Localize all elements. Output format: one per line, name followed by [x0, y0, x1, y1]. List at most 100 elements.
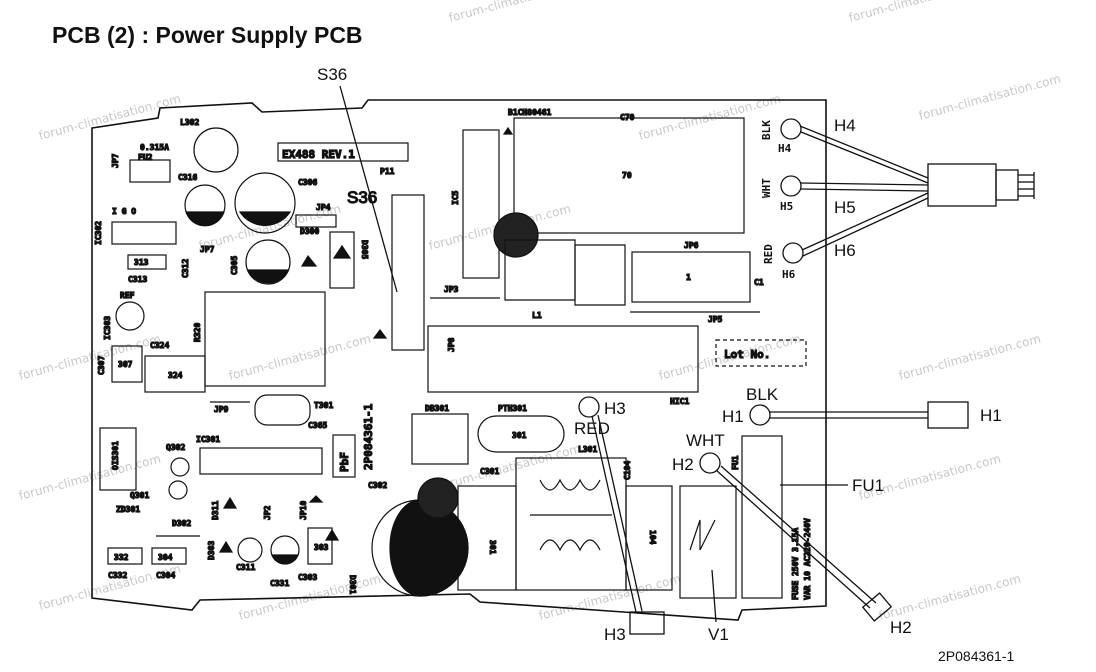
- jp8-label: JP8: [447, 337, 456, 352]
- ic302-label: IC302: [94, 221, 103, 245]
- c70-value: 70: [622, 171, 632, 180]
- watermark: forum-climatisation.com: [897, 331, 1042, 382]
- c304-label: C304: [156, 571, 175, 580]
- h4-callout: H4: [834, 116, 856, 135]
- p11-label: P11: [380, 167, 395, 176]
- fuse-rating-label: 0.315A: [140, 143, 169, 152]
- d303-diode: [218, 540, 234, 553]
- t301-transformer: [204, 291, 326, 387]
- pcb-part-label: B1CH80461: [508, 108, 552, 117]
- q301-component: [168, 480, 188, 500]
- h1-terminal: [749, 404, 771, 426]
- h4-terminal: [780, 118, 802, 140]
- h5-callout: H5: [834, 198, 856, 217]
- lot-no-label: Lot No.: [724, 348, 770, 361]
- l1-outline2: [574, 244, 626, 306]
- ic301-label: IC301: [196, 435, 220, 444]
- fuse-text: FUSE 250V 3.15A: [791, 528, 800, 600]
- zd301-label: ZD301: [116, 505, 140, 514]
- relay-marker: [502, 126, 514, 135]
- h3-board-label: H3: [604, 399, 626, 418]
- jp7-label: JP7: [200, 245, 215, 254]
- h6-callout: H6: [834, 241, 856, 260]
- h2-terminal: [699, 452, 721, 474]
- bottom-middle-components: DB301 PTH301 301 C301 L301 301 C104 104 …: [411, 403, 813, 601]
- q302-component: [170, 457, 190, 477]
- watermark: forum-climatisation.com: [447, 0, 592, 25]
- h5-board-label: H5: [780, 200, 793, 213]
- c324-label: C324: [150, 341, 169, 350]
- hic1-component: [427, 325, 699, 393]
- h2-wire: [715, 465, 877, 609]
- rev-box: [277, 142, 409, 162]
- c303-component: [307, 527, 333, 565]
- wht-label: WHT: [686, 431, 725, 450]
- middle-components: S36 IC5 B1CH80461 C70 70 L1 JP6 1 C1 JP3…: [332, 107, 807, 478]
- ic5-label: IC5: [451, 190, 460, 205]
- watermark: forum-climatisation.com: [437, 441, 582, 492]
- d305-box: [329, 231, 355, 289]
- c311-label: C311: [236, 563, 255, 572]
- c324-value: 324: [168, 371, 183, 380]
- fu2-label: FU2: [138, 153, 153, 162]
- c1-value: 1: [686, 273, 691, 282]
- watermark: forum-climatisation.com: [17, 331, 162, 382]
- page-title: PCB (2) : Power Supply PCB: [52, 22, 363, 48]
- h1-callout: H1: [980, 406, 1002, 425]
- d311-diode: [222, 496, 238, 509]
- l301-inductor: [515, 457, 627, 591]
- ic302-pins: I G O: [112, 207, 136, 216]
- d300-diode: [300, 254, 318, 267]
- rev-label: EX488 REV.1: [282, 148, 355, 161]
- db301-label: DB301: [425, 404, 449, 413]
- c302-label: C302: [368, 481, 387, 490]
- c307-value: 307: [118, 360, 133, 369]
- c313-value: 313: [134, 258, 149, 267]
- blk-label: BLK: [746, 385, 779, 404]
- ref-label: REF: [120, 291, 135, 300]
- c1-label: C1: [754, 278, 764, 287]
- c324-component: [144, 355, 206, 393]
- h1-connector: [927, 401, 969, 429]
- h1-board-label: H1: [722, 407, 744, 426]
- pth301-value: 301: [512, 431, 527, 440]
- jp4-component: [295, 214, 337, 228]
- v1-varistor: [679, 485, 737, 599]
- d311-label: D311: [211, 501, 220, 520]
- jp2-label: JP2: [263, 505, 272, 520]
- c331-polarity: [271, 554, 299, 565]
- h3-terminal: [578, 396, 600, 418]
- red-label: RED: [574, 419, 610, 438]
- d300-label: D300: [300, 227, 319, 236]
- ic302-body: [111, 221, 177, 245]
- jp9-label: JP9: [214, 405, 229, 414]
- c104-label: C104: [623, 461, 632, 480]
- h456-connector: [927, 163, 997, 207]
- t301-label: T301: [314, 401, 333, 410]
- ic303-label: IC303: [103, 316, 112, 340]
- wht-top-label: WHT: [760, 178, 773, 198]
- c104-value: 104: [648, 530, 657, 545]
- c312-label: C312: [181, 259, 190, 278]
- lot-no-box: [715, 339, 807, 367]
- q302-label: Q302: [166, 443, 185, 452]
- c311-capacitor: [237, 537, 263, 563]
- c365-label: C365: [308, 421, 327, 430]
- c301-value: 301: [488, 540, 497, 555]
- watermark: forum-climatisation.com: [847, 0, 992, 25]
- c70-label: C70: [620, 113, 635, 122]
- c316-label: C316: [178, 173, 197, 182]
- document-number: 2P084361-1: [938, 648, 1015, 664]
- pth301-thermistor: [477, 415, 565, 453]
- jp4-label: JP4: [316, 203, 331, 212]
- h3-connector: [629, 611, 665, 635]
- l301-coil-bottom: [539, 539, 601, 552]
- h5-terminal: [780, 175, 802, 197]
- ic5-component: [462, 129, 500, 279]
- d302-label: D302: [172, 519, 191, 528]
- ic303-component: [115, 301, 145, 331]
- t301-bobbin: [254, 394, 311, 426]
- ic301-side: [99, 427, 137, 491]
- jp5-label: JP5: [708, 315, 723, 324]
